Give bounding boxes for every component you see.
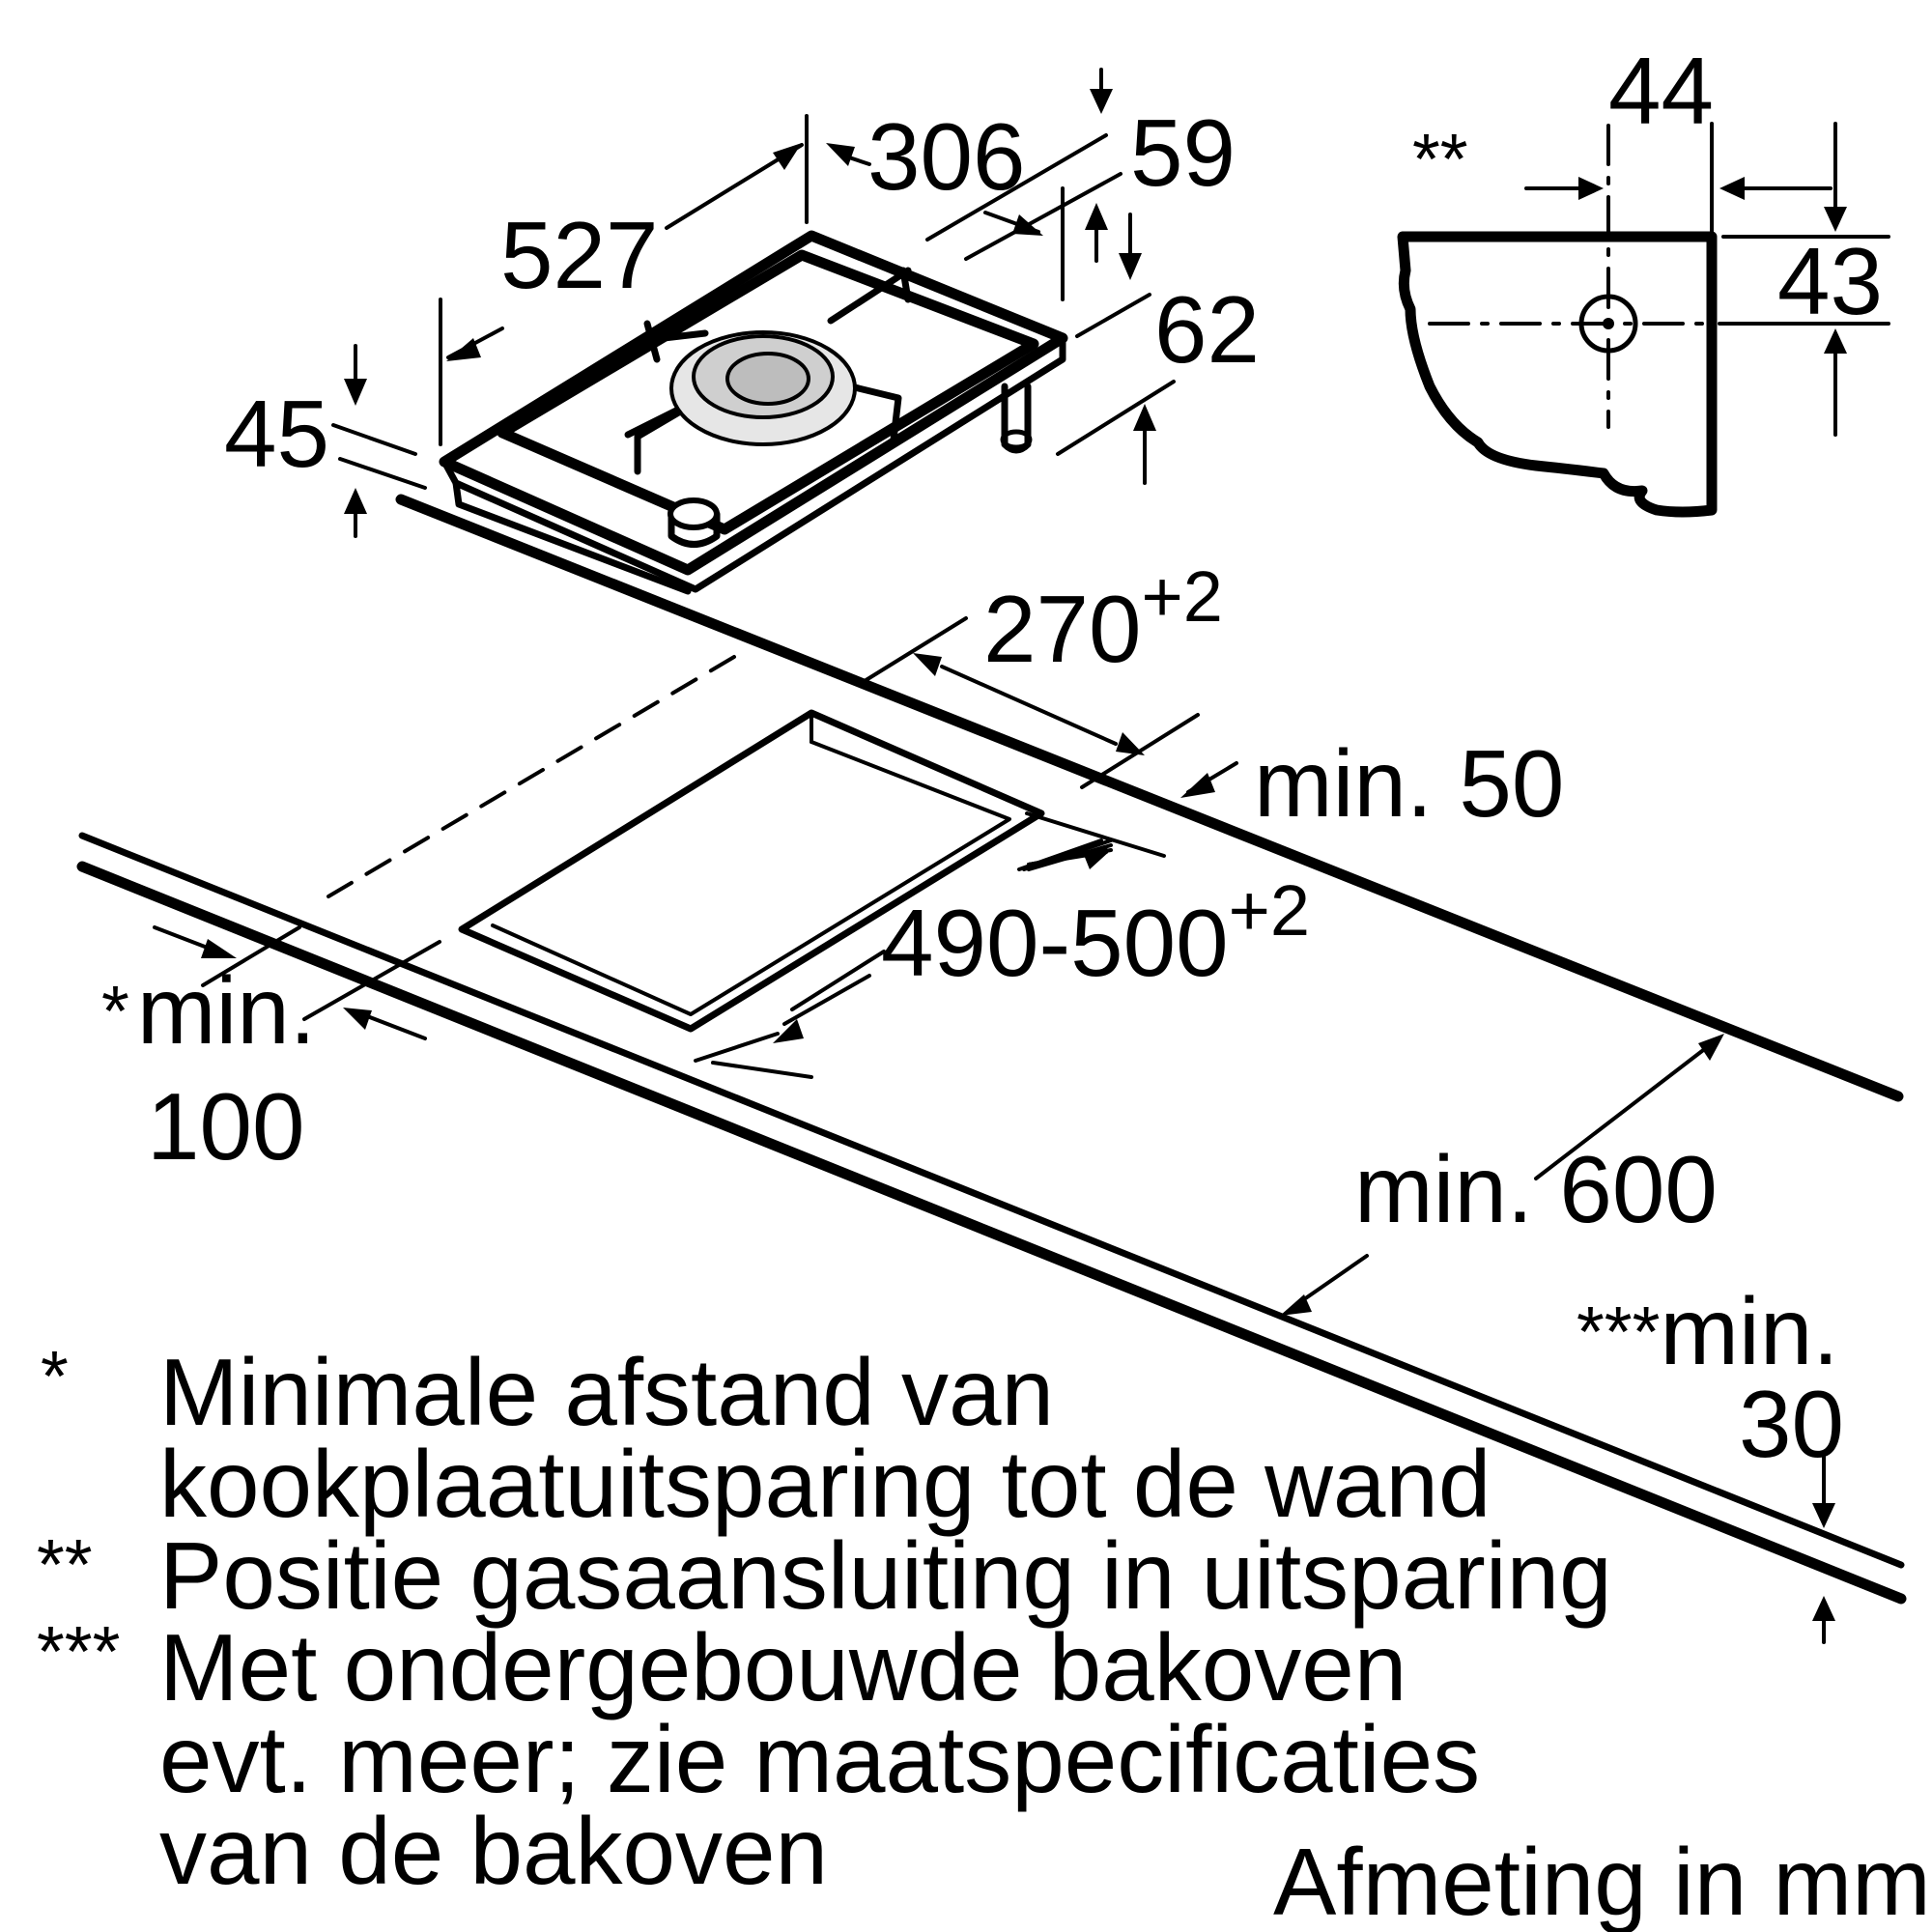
dim-59 — [925, 68, 1122, 301]
unit-caption: Afmeting in mm — [1273, 1829, 1931, 1932]
note-2-marker: ** — [37, 1524, 93, 1605]
dim-306 — [665, 114, 871, 230]
gas-connection-detail — [1397, 122, 1890, 518]
gas-connector-pipe — [1000, 383, 1033, 454]
worktop — [76, 494, 1907, 1605]
dim-527 — [439, 298, 504, 446]
hob-width-label: 306 — [867, 103, 1026, 210]
min-front-value: 100 — [147, 1073, 305, 1179]
gas-offset-vertical-label: 43 — [1777, 228, 1883, 334]
note-3-line-3: van de bakoven — [159, 1798, 828, 1904]
min-thickness-label: ***min. — [1577, 1278, 1839, 1384]
min-thickness-value: 30 — [1739, 1371, 1844, 1477]
dim-45 — [331, 344, 427, 538]
connector-depth-label: 62 — [1154, 276, 1260, 383]
gas-offset-horizontal-label: 44 — [1608, 38, 1714, 144]
gas-connection-marker: ** — [1412, 119, 1468, 199]
min-back-label: min. 50 — [1254, 730, 1564, 837]
notes: * Minimale afstand van kookplaatuitspari… — [37, 1336, 1612, 1904]
dim-490-500 — [694, 838, 1113, 1079]
dim-min-100 — [153, 925, 441, 1040]
dim-min-600 — [1280, 1034, 1724, 1316]
min-front-label: *min. — [101, 957, 316, 1064]
dim-min-50 — [1025, 761, 1238, 858]
hob-height-label: 59 — [1130, 99, 1236, 206]
control-knob — [668, 497, 721, 548]
note-3-line-1: Met ondergebouwde bakoven — [159, 1614, 1406, 1720]
dim-min-30 — [1812, 1455, 1835, 1644]
cutout-depth-label: 490-500+2 — [881, 870, 1310, 996]
pan-supports — [624, 267, 912, 475]
hob-depth-label: 527 — [500, 202, 659, 308]
cutout-width-label: 270+2 — [983, 556, 1223, 682]
note-3-line-2: evt. meer; zie maatspecificaties — [159, 1706, 1480, 1812]
note-1-line-2: kookplaatuitsparing tot de wand — [159, 1431, 1491, 1537]
hob-below-height-label: 45 — [224, 381, 329, 487]
hob-drawing — [439, 230, 1068, 595]
burner — [669, 330, 857, 446]
dim-62 — [1056, 213, 1176, 485]
min-worktop-depth-label: min. 600 — [1354, 1136, 1718, 1242]
dim-270 — [858, 616, 1200, 789]
note-1-line-1: Minimale afstand van — [159, 1339, 1054, 1445]
note-1-marker: * — [41, 1336, 69, 1416]
note-2-line-1: Positie gasaansluiting in uitsparing — [159, 1522, 1612, 1629]
note-3-marker: *** — [37, 1611, 120, 1691]
